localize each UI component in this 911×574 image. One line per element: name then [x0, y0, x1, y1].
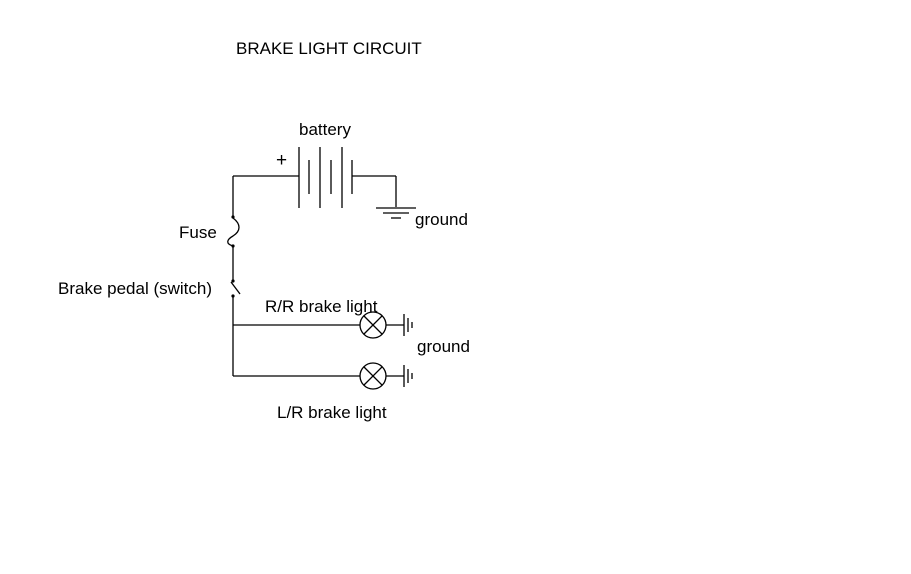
ground-symbol-battery: [376, 207, 416, 219]
lr-light-label: L/R brake light: [277, 403, 387, 422]
ground-label-lights: ground: [417, 337, 470, 356]
battery-symbol: [233, 147, 397, 208]
fuse-label: Fuse: [179, 223, 217, 242]
lamp-symbol-lr: [359, 362, 387, 390]
ground-symbol-lr: [403, 365, 413, 387]
battery-label: battery: [299, 120, 351, 139]
switch-symbol: [230, 279, 241, 298]
diagram-title: BRAKE LIGHT CIRCUIT: [236, 39, 422, 58]
fuse-symbol: [227, 215, 240, 248]
battery-plus-sign: +: [276, 150, 287, 171]
ground-label-battery: ground: [415, 210, 468, 229]
rr-light-label: R/R brake light: [265, 297, 378, 316]
switch-label: Brake pedal (switch): [58, 279, 212, 298]
ground-symbol-rr: [403, 314, 413, 336]
